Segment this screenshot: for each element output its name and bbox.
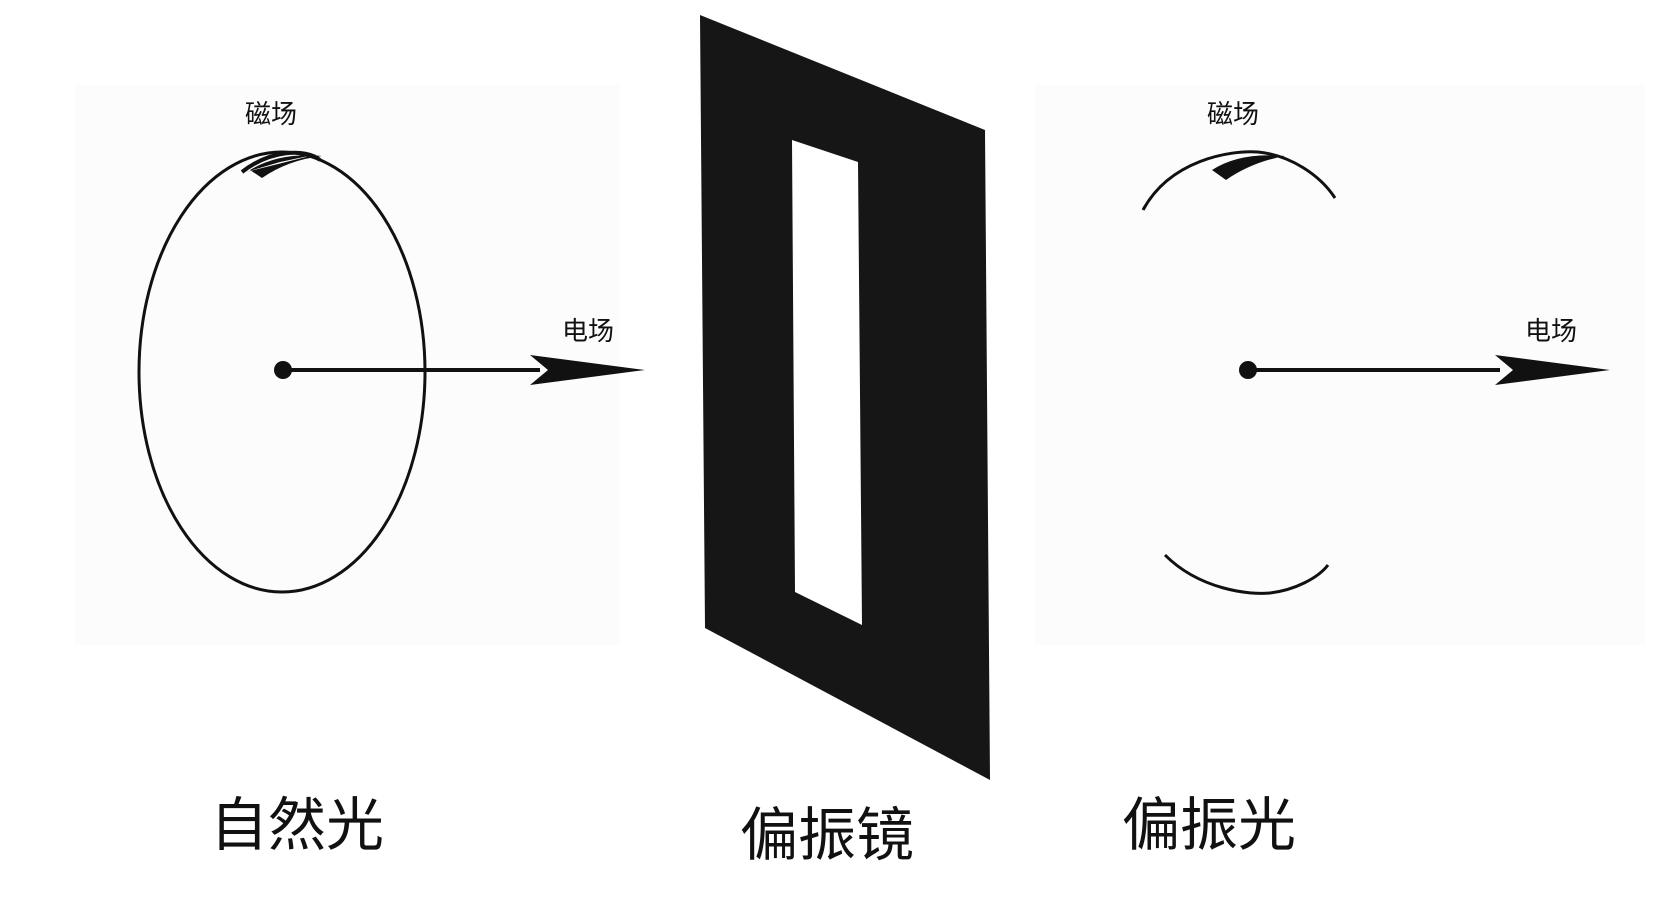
polarized-light-caption: 偏振光 bbox=[1122, 791, 1296, 859]
polarizer-caption: 偏振镜 bbox=[740, 801, 914, 869]
natural-light-caption: 自然光 bbox=[210, 791, 384, 859]
magnetic-field-arrowhead-icon bbox=[246, 154, 322, 178]
magnetic-field-label: 磁场 bbox=[245, 100, 297, 130]
polarizer-group: 偏振镜 bbox=[700, 15, 990, 869]
natural-light-group: 磁场 电场 自然光 bbox=[137, 100, 645, 859]
electric-field-arrowhead-icon bbox=[1495, 355, 1610, 385]
electric-field-arrowhead-icon bbox=[530, 355, 645, 385]
electric-field-label: 电场 bbox=[1525, 317, 1577, 347]
magnetic-field-label: 磁场 bbox=[1207, 100, 1259, 130]
magnetic-field-arrowhead-icon bbox=[1212, 155, 1285, 180]
polarized-light-group: 磁场 电场 偏振光 bbox=[1122, 100, 1610, 859]
magnetic-field-lower-arc bbox=[1163, 553, 1330, 595]
polarizer-plate bbox=[700, 15, 990, 780]
electric-field-label: 电场 bbox=[562, 317, 614, 347]
natural-light-panel bbox=[75, 85, 620, 645]
magnetic-field-upper-arc bbox=[1141, 150, 1337, 211]
